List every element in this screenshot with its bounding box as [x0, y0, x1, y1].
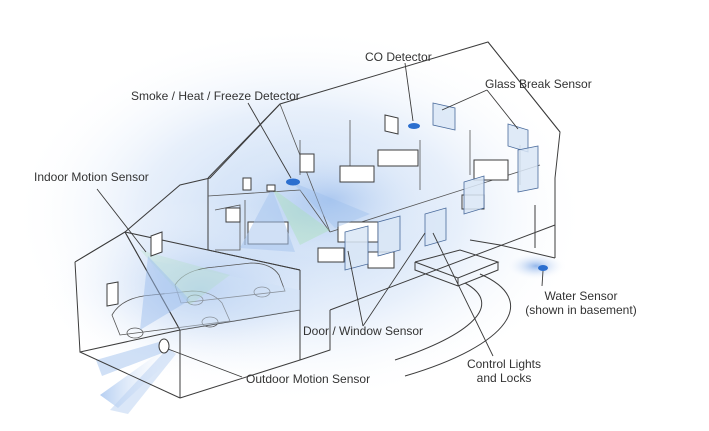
water-sensor-label: Water Sensor (shown in basement): [519, 289, 643, 317]
door-window-sensor-label: Door / Window Sensor: [303, 324, 424, 338]
garage-cars: [111, 250, 300, 339]
control-lights-locks-label: Control Lights and Locks: [466, 357, 542, 385]
windows: [106, 102, 539, 307]
indoor-motion-beams: [140, 182, 370, 330]
glass-break-sensor-label: Glass Break Sensor: [485, 77, 592, 91]
smoke-heat-freeze-detector-label: Smoke / Heat / Freeze Detector: [131, 89, 300, 103]
basement-walkway: [394, 239, 556, 377]
indoor-motion-sensor-label: Indoor Motion Sensor: [34, 170, 149, 184]
smoke-detector-icon: [286, 178, 300, 186]
water-sensor-line-1: Water Sensor: [544, 289, 618, 303]
wall-sensor-icon: [266, 184, 276, 192]
control-lights-line-1: Control Lights: [466, 357, 542, 371]
co-detector-icon: [408, 123, 420, 129]
water-sensor-line-2: (shown in basement): [525, 303, 637, 317]
co-detector-label: CO Detector: [365, 50, 432, 64]
outdoor-motion-sensor-label: Outdoor Motion Sensor: [246, 372, 371, 386]
indoor-motion-sensor-icon: [242, 177, 252, 191]
detectors: [242, 123, 420, 192]
control-lights-line-2: and Locks: [476, 371, 532, 385]
leader-lines: [96, 62, 544, 378]
